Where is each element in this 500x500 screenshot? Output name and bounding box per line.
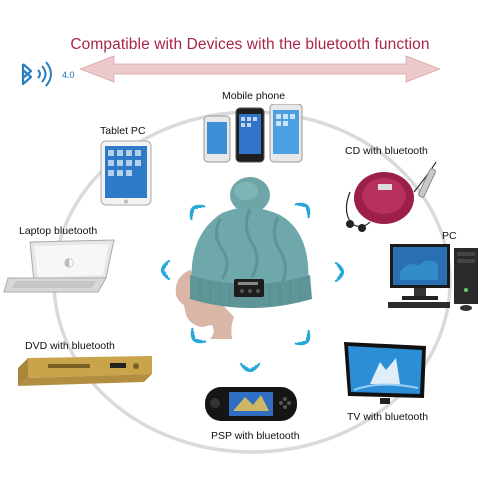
laptop-image: ◐ bbox=[3, 239, 115, 293]
label-psp: PSP with bluetooth bbox=[211, 430, 300, 442]
tv-image bbox=[344, 342, 426, 404]
bluetooth-icon bbox=[21, 61, 52, 87]
pc-image bbox=[388, 244, 478, 311]
double-arrow bbox=[80, 55, 440, 83]
label-mobile-phone: Mobile phone bbox=[222, 90, 286, 102]
compatibility-title: Compatible with Devices with the bluetoo… bbox=[70, 36, 430, 53]
svg-text:◐: ◐ bbox=[64, 255, 74, 269]
bluetooth-version: 4.0 bbox=[62, 70, 75, 80]
label-tv: TV with bluetooth bbox=[347, 411, 429, 423]
tablet-image bbox=[100, 140, 152, 206]
label-tablet-pc: Tablet PC bbox=[100, 125, 146, 137]
bluetooth-beanie bbox=[175, 177, 312, 339]
dvd-player-image bbox=[18, 356, 152, 386]
label-laptop: Laptop bluetooth bbox=[19, 225, 98, 237]
mobile-phone-image bbox=[203, 104, 303, 163]
label-pc: PC bbox=[442, 230, 457, 242]
label-cd: CD with bluetooth bbox=[345, 145, 428, 157]
psp-image bbox=[205, 387, 297, 421]
label-dvd: DVD with bluetooth bbox=[25, 340, 115, 352]
cd-player-image bbox=[345, 161, 437, 232]
